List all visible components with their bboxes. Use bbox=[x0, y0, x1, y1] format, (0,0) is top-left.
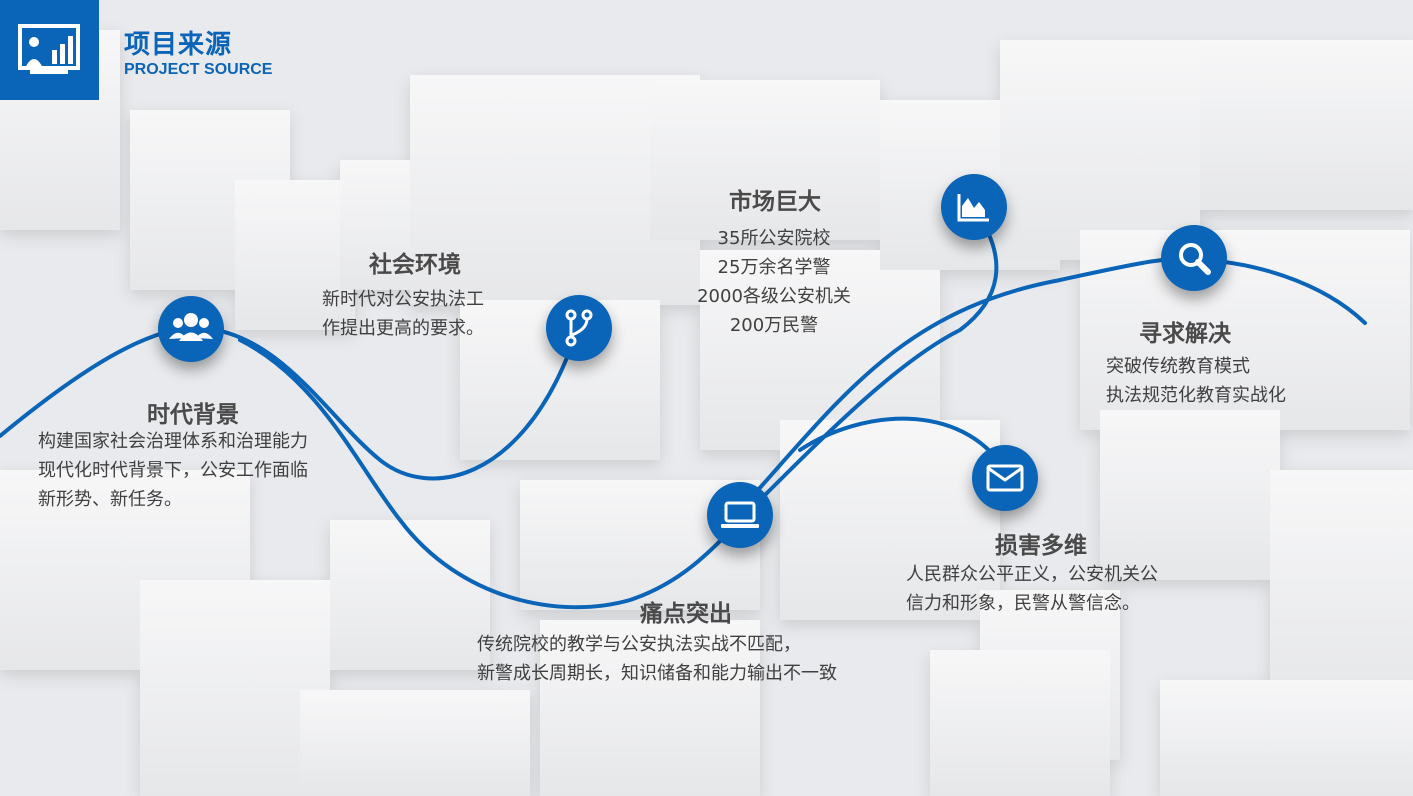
heading-era-background: 时代背景 bbox=[147, 402, 239, 428]
desc-line: 传统院校的教学与公安执法实战不匹配， bbox=[477, 634, 801, 655]
desc-era-background: 构建国家社会治理体系和治理能力 现代化时代背景下，公安工作面临 新形势、新任务。 bbox=[38, 427, 308, 514]
page-title: 项目来源 bbox=[124, 30, 233, 60]
desc-line: 新警成长周期长，知识储备和能力输出不一致 bbox=[477, 663, 837, 684]
heading-multidimensional-damage: 损害多维 bbox=[995, 533, 1087, 559]
node-envelope bbox=[972, 445, 1038, 511]
desc-line: 25万余名学警 bbox=[717, 257, 831, 278]
desc-line: 构建国家社会治理体系和治理能力 bbox=[38, 431, 308, 452]
area-chart-icon bbox=[957, 194, 989, 222]
desc-huge-market: 35所公安院校 25万余名学警 2000各级公安机关 200万民警 bbox=[674, 224, 874, 340]
desc-line: 新时代对公安执法工 bbox=[322, 289, 484, 310]
desc-line: 200万民警 bbox=[729, 315, 819, 336]
desc-social-environment: 新时代对公安执法工 作提出更高的要求。 bbox=[322, 285, 484, 343]
laptop-icon bbox=[721, 501, 759, 528]
envelope-icon bbox=[986, 464, 1024, 492]
desc-line: 2000各级公安机关 bbox=[697, 286, 851, 307]
presentation-board-icon bbox=[18, 24, 80, 74]
node-users bbox=[158, 296, 224, 362]
desc-line: 人民群众公平正义，公安机关公 bbox=[906, 564, 1158, 585]
desc-multidimensional-damage: 人民群众公平正义，公安机关公 信力和形象，民警从警信念。 bbox=[906, 560, 1158, 618]
desc-line: 新形势、新任务。 bbox=[38, 489, 182, 510]
heading-social-environment: 社会环境 bbox=[369, 252, 461, 278]
node-branch bbox=[546, 295, 612, 361]
heading-pain-points: 痛点突出 bbox=[640, 601, 732, 627]
desc-pain-points: 传统院校的教学与公安执法实战不匹配， 新警成长周期长，知识储备和能力输出不一致 bbox=[477, 630, 837, 688]
branch-icon bbox=[565, 309, 593, 347]
desc-line: 作提出更高的要求。 bbox=[322, 318, 484, 339]
logo-box bbox=[0, 0, 99, 100]
node-area-chart bbox=[941, 174, 1007, 240]
node-search bbox=[1161, 225, 1227, 291]
users-group-icon bbox=[169, 313, 213, 341]
search-icon bbox=[1179, 243, 1211, 275]
desc-line: 执法规范化教育实战化 bbox=[1106, 385, 1286, 406]
heading-seek-solution: 寻求解决 bbox=[1139, 321, 1231, 347]
desc-line: 突破传统教育模式 bbox=[1106, 356, 1250, 377]
desc-line: 信力和形象，民警从警信念。 bbox=[906, 593, 1140, 614]
desc-seek-solution: 突破传统教育模式 执法规范化教育实战化 bbox=[1106, 352, 1286, 410]
desc-line: 现代化时代背景下，公安工作面临 bbox=[38, 460, 308, 481]
node-laptop bbox=[707, 482, 773, 548]
desc-line: 35所公安院校 bbox=[717, 228, 831, 249]
page-subtitle: PROJECT SOURCE bbox=[124, 61, 273, 78]
heading-huge-market: 市场巨大 bbox=[729, 189, 821, 215]
